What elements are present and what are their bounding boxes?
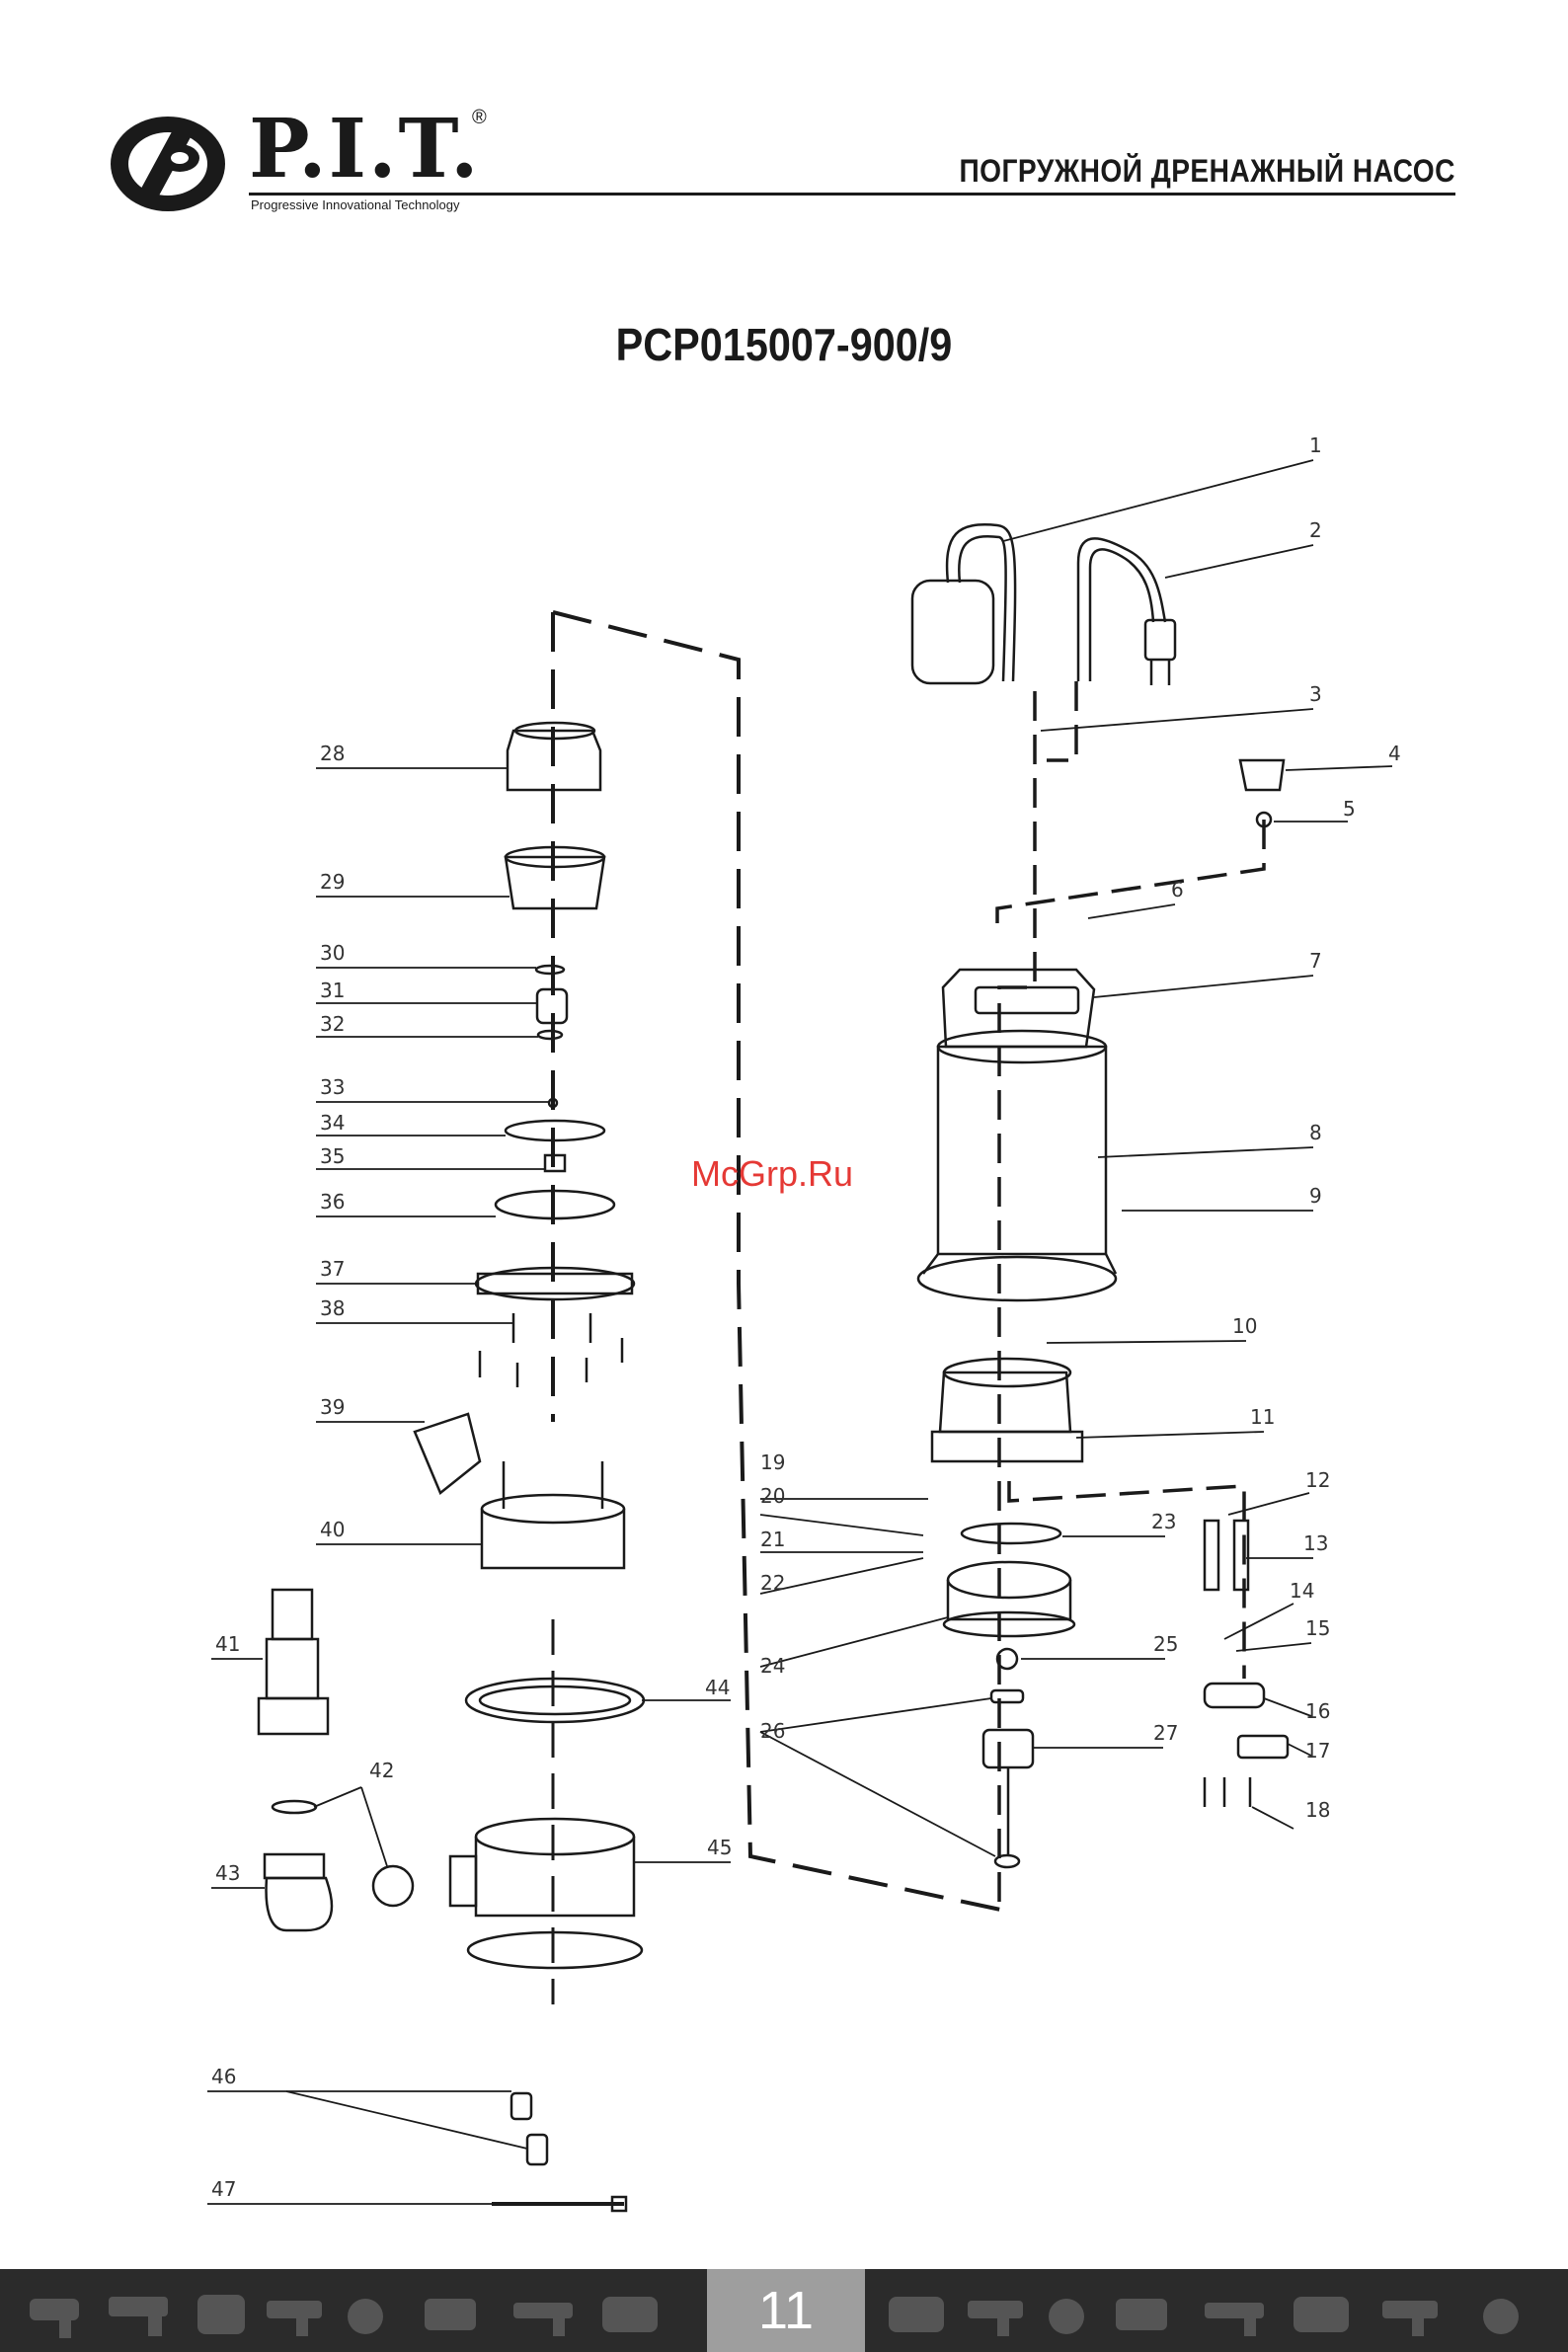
part-label-20: 20 <box>760 1484 785 1508</box>
part-label-14: 14 <box>1290 1579 1314 1603</box>
clip-part <box>415 1414 480 1493</box>
assembly-path-right <box>997 681 1264 1906</box>
float-switch-part <box>912 524 1015 683</box>
part-label-26: 26 <box>760 1719 785 1743</box>
base-ring-part <box>482 1461 624 1568</box>
gasket-ring-part <box>466 1679 644 1722</box>
part-label-41: 41 <box>215 1632 240 1656</box>
part-label-46: 46 <box>211 2065 236 2088</box>
part-label-6: 6 <box>1171 878 1184 902</box>
part-label-9: 9 <box>1309 1184 1322 1208</box>
part-label-19: 19 <box>760 1450 785 1474</box>
part-label-38: 38 <box>320 1296 345 1320</box>
part-label-25: 25 <box>1153 1632 1178 1656</box>
part-label-34: 34 <box>320 1111 345 1135</box>
part-label-2: 2 <box>1309 518 1322 542</box>
gasket-part <box>962 1524 1060 1543</box>
outlet-pipe-part <box>259 1590 328 1734</box>
watermark: McGrp.Ru <box>691 1153 853 1195</box>
part-label-24: 24 <box>760 1654 785 1678</box>
part-label-35: 35 <box>320 1144 345 1168</box>
part-label-11: 11 <box>1250 1405 1275 1429</box>
part-label-23: 23 <box>1151 1510 1176 1533</box>
leader-lines <box>760 460 1392 1856</box>
part-label-43: 43 <box>215 1861 240 1885</box>
part-label-15: 15 <box>1305 1616 1330 1640</box>
part-label-4: 4 <box>1388 742 1401 765</box>
part-label-40: 40 <box>320 1518 345 1541</box>
part-labels: 1 2 3 4 5 6 7 8 9 10 11 12 13 14 15 16 1… <box>211 433 1401 2201</box>
part-label-1: 1 <box>1309 433 1322 457</box>
capacitor-part <box>1205 1521 1288 1807</box>
motor-housing-part <box>918 970 1116 1300</box>
part-label-12: 12 <box>1305 1468 1330 1492</box>
part-label-42: 42 <box>369 1759 394 1782</box>
part-label-8: 8 <box>1309 1121 1322 1144</box>
bearing-housing-part <box>944 1562 1074 1636</box>
part-label-10: 10 <box>1232 1314 1257 1338</box>
part-label-16: 16 <box>1305 1699 1330 1723</box>
part-label-37: 37 <box>320 1257 345 1281</box>
part-label-32: 32 <box>320 1012 345 1036</box>
part-label-3: 3 <box>1309 682 1322 706</box>
cable-gland-part <box>1240 760 1284 790</box>
part-label-45: 45 <box>707 1836 732 1859</box>
part-label-33: 33 <box>320 1075 345 1099</box>
part-label-44: 44 <box>705 1676 730 1699</box>
part-label-47: 47 <box>211 2177 236 2201</box>
part-label-29: 29 <box>320 870 345 894</box>
volute-ring-part <box>476 1268 634 1299</box>
part-label-17: 17 <box>1305 1739 1330 1763</box>
part-label-28: 28 <box>320 742 345 765</box>
page-number: 11 <box>707 2269 865 2352</box>
part-label-30: 30 <box>320 941 345 965</box>
pump-base-part <box>450 1819 642 1968</box>
part-label-18: 18 <box>1305 1798 1330 1822</box>
part-label-7: 7 <box>1309 949 1322 973</box>
power-cord-part <box>1078 538 1175 685</box>
part-label-13: 13 <box>1303 1531 1328 1555</box>
rotor-part <box>983 1730 1033 1867</box>
part-label-22: 22 <box>760 1571 785 1595</box>
elbow-part <box>265 1854 332 1930</box>
motor-stator-part <box>932 1359 1082 1461</box>
part-label-5: 5 <box>1343 797 1356 821</box>
seal-part <box>373 1866 413 1906</box>
part-label-27: 27 <box>1153 1721 1178 1745</box>
part-label-39: 39 <box>320 1395 345 1419</box>
part-label-21: 21 <box>760 1528 785 1551</box>
part-label-36: 36 <box>320 1190 345 1214</box>
part-label-31: 31 <box>320 979 345 1002</box>
